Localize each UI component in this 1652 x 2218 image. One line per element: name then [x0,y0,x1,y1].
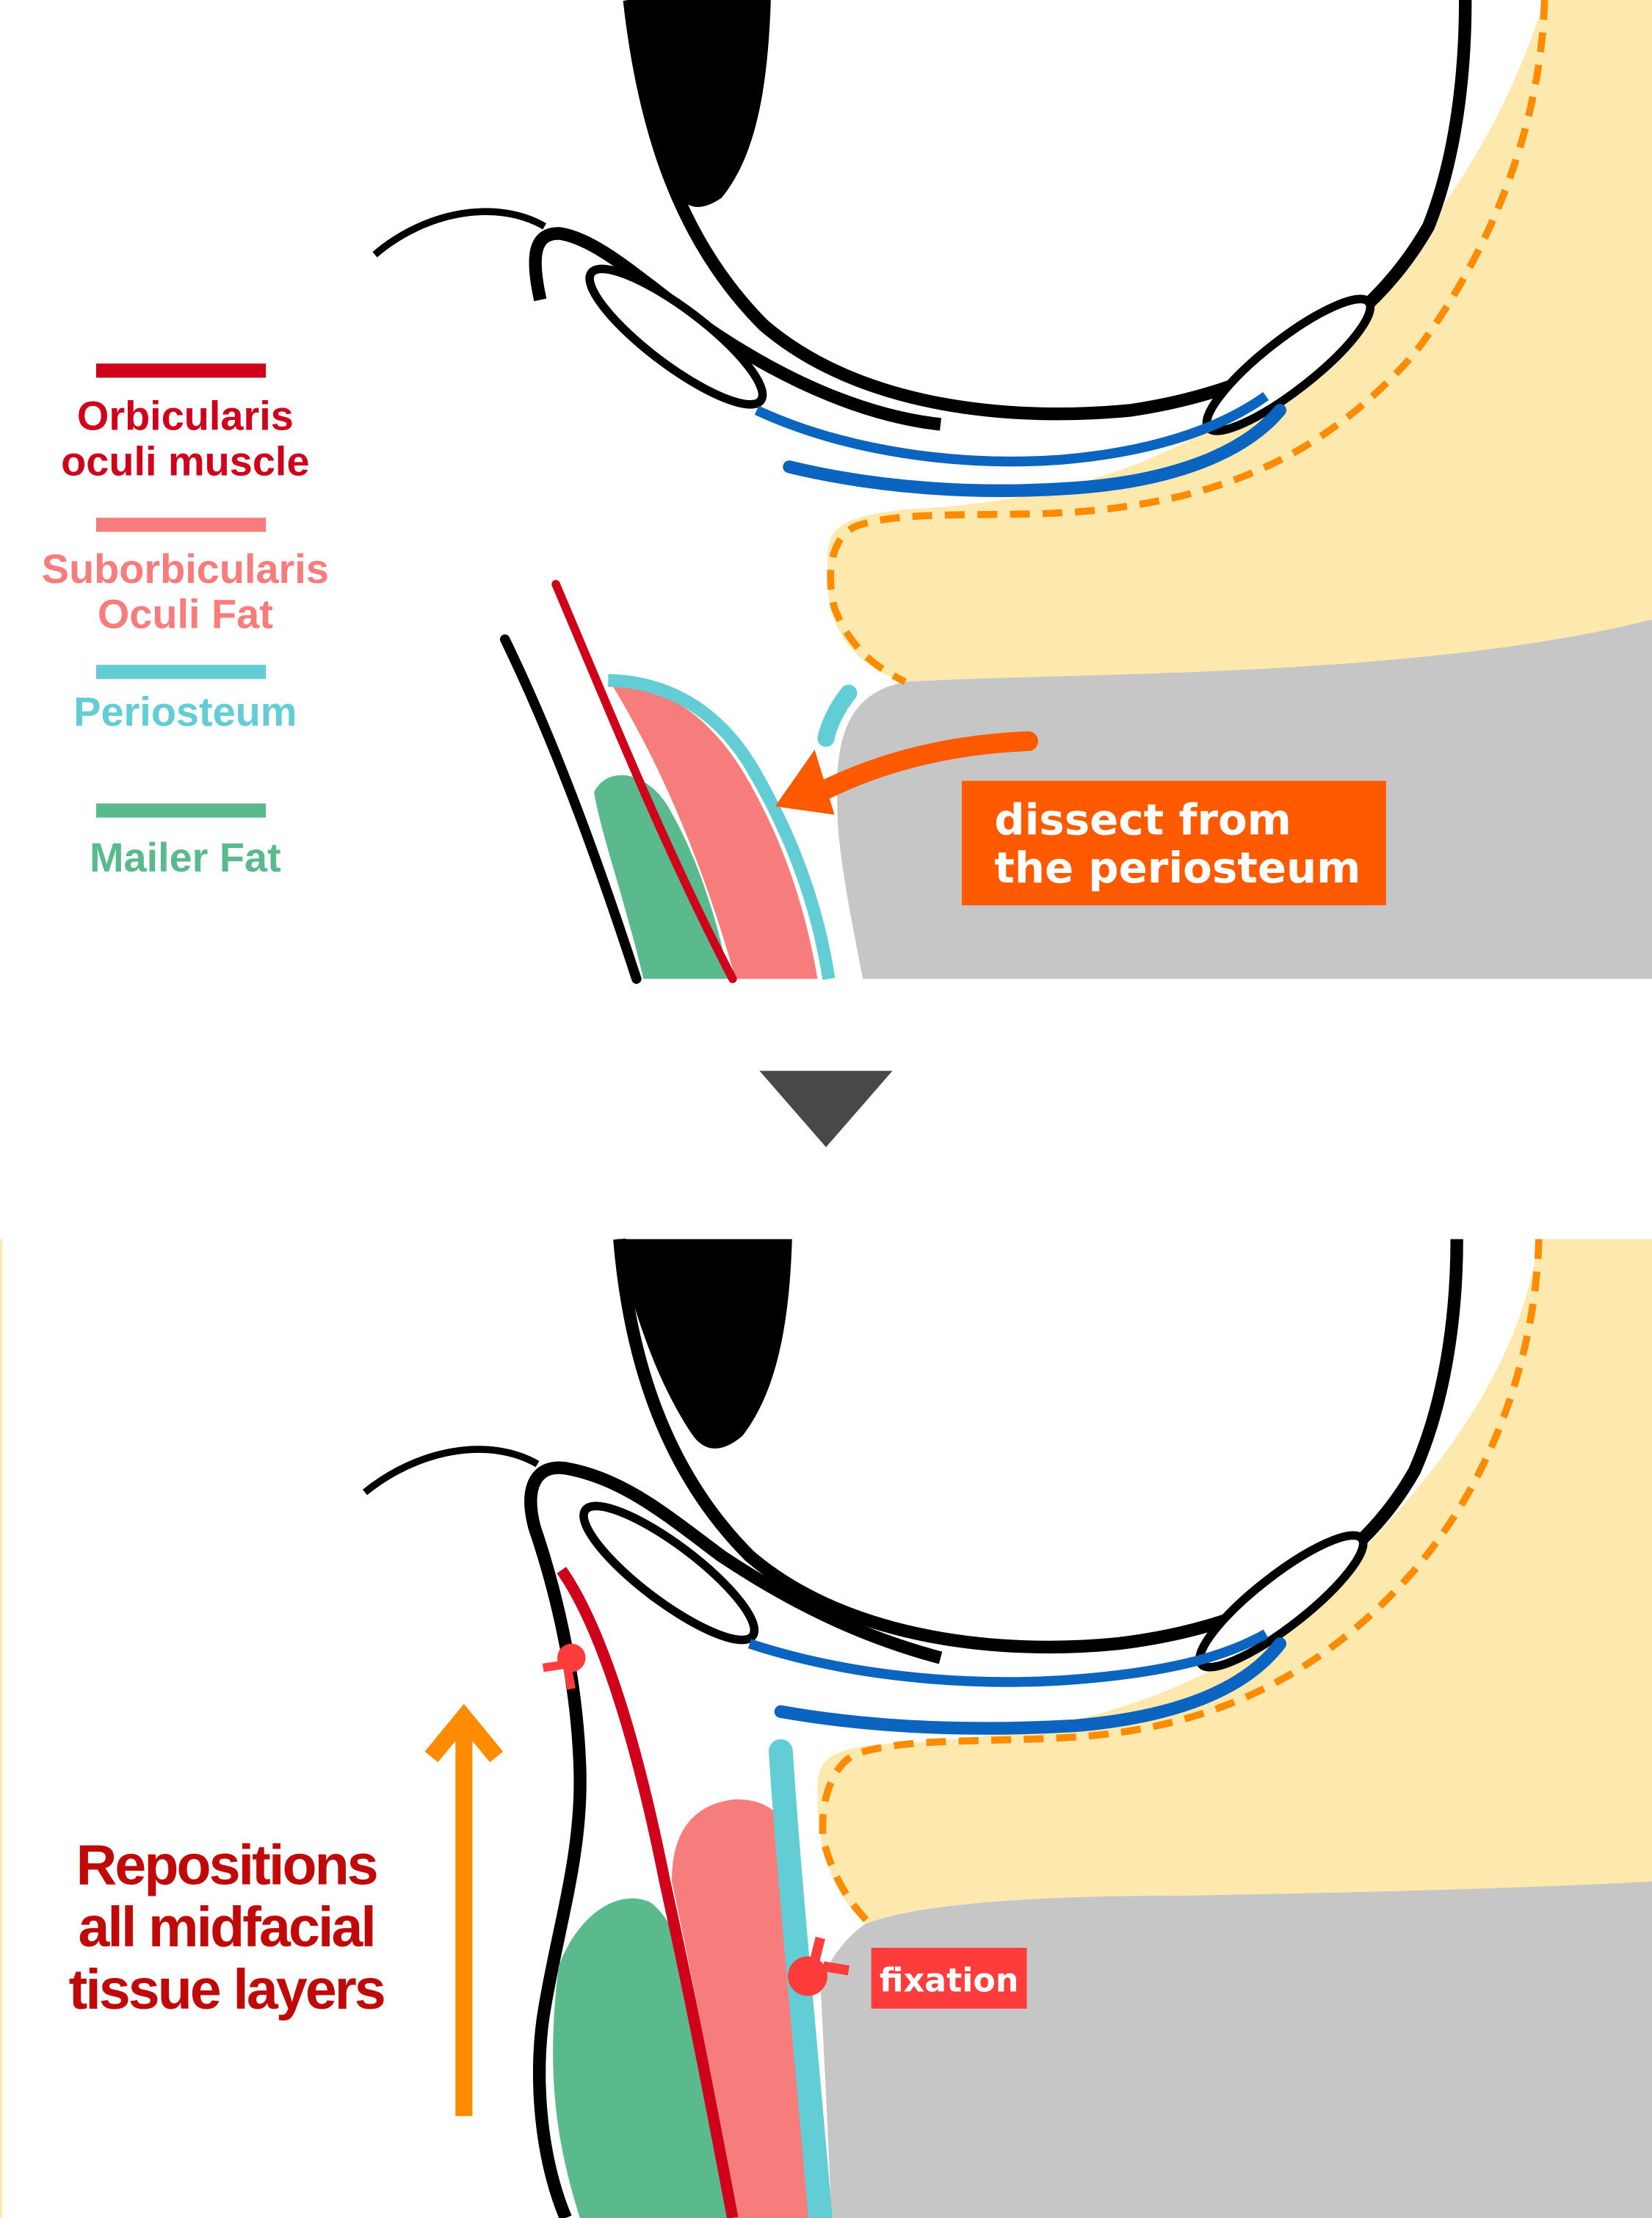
orbicularis-oculi-muscle [551,579,737,984]
fixation-pin-lower [787,1936,849,1996]
dissect-arrow-shaft [810,731,1038,802]
capsulopalpebral-fascia-upper [754,391,1269,467]
mailer-fat [594,775,729,979]
fixation-label-box [871,1948,1027,2009]
legend-label-soof-1: Suborbicularis [42,546,329,592]
fixation-pin-upper [542,1643,586,1690]
capsulopalpebral-fascia-upper [747,1629,1269,1687]
orbital-fat-lower [817,1239,1652,1924]
bone-region-lower [820,1881,1652,2218]
legend-swatch-orbicularis [95,363,267,378]
orbital-septum-dashed [819,1239,1543,1927]
top-panel: dissect from the periosteum [372,0,1652,984]
dissect-callout-line-1: dissect from [994,795,1291,845]
periosteum-remnant [817,684,858,747]
legend-label-mailer-fat: Mailer Fat [90,834,281,880]
dissect-callout-box [961,780,1386,906]
suborbicularis-oculi-fat [672,1799,809,2218]
legend-swatch-periosteum [95,664,267,679]
fixation-label: fixation [880,1963,1019,2000]
eyeball-outline [613,1239,1463,1654]
eyelash [362,1446,540,1496]
headline-line-2: all midfacial [78,1896,374,1959]
suborbicularis-oculi-fat [611,683,818,979]
headline-line-3: tissue layers [69,1958,384,2021]
skin-line [499,634,642,984]
dissect-arrow-head [775,750,835,815]
legend-label-orbicularis-1: Orbicularis [77,393,294,439]
legend-swatch-soof [95,518,267,532]
capsulopalpebral-fascia-lower [783,404,1287,497]
headline-line-1: Repositions [76,1833,377,1896]
dissect-callout-line-2: the periosteum [994,843,1361,893]
periosteum [608,674,836,980]
orbicularis-oculi-muscle [557,1567,739,2218]
cornea-icon [626,0,771,207]
bottom-panel: fixation Repositions all midfacial tissu… [0,1239,1652,2218]
capsulopalpebral-fascia-lower [774,1637,1287,1735]
legend-swatch-mailer-fat [95,803,267,818]
up-arrow-icon [424,1703,504,2117]
eyeball-outline [623,0,1472,421]
lower-eyelid-contour [524,1461,943,2218]
legend: Orbicularis oculi muscle Suborbicularis … [42,363,329,880]
orbital-fat-region [827,0,1652,682]
panel-left-edge [0,1239,2,2218]
tarsal-plate-left [585,264,767,409]
legend-label-periosteum: Periosteum [73,688,297,734]
tarsal-plate-left [579,1501,759,1645]
legend-label-soof-2: Oculi Fat [98,590,273,637]
eyelash [372,208,547,258]
down-triangle-icon [759,1070,893,1148]
orbital-septum-dashed [827,0,1548,685]
legend-label-orbicularis-2: oculi muscle [61,438,309,484]
cornea-icon [616,1239,792,1449]
